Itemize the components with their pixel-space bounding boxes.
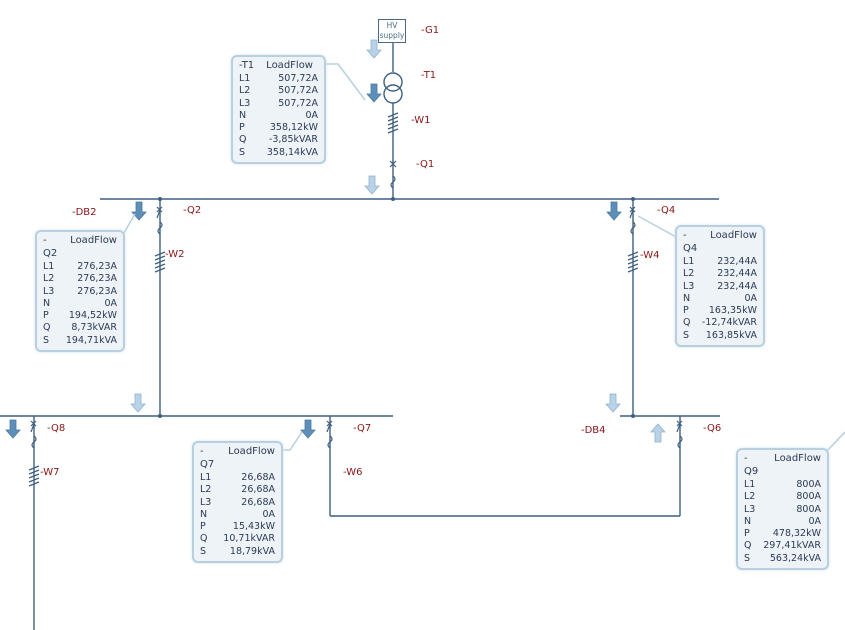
flow-arrow-icon (605, 393, 621, 413)
cable-w2-icon (154, 251, 166, 273)
loadflow-row: Q-3,85kVAR (239, 134, 318, 146)
flow-arrow-up-icon (650, 423, 666, 443)
leader-q7 (282, 431, 303, 451)
flow-arrow-icon (366, 83, 382, 103)
breaker-q1-icon[interactable] (389, 160, 397, 168)
breaker-q6-icon[interactable] (676, 420, 683, 433)
flow-arrow-icon (606, 201, 622, 221)
transformer-t1-secondary[interactable] (383, 84, 403, 104)
flow-arrow-icon (131, 201, 147, 221)
cable-w4-icon (627, 251, 639, 273)
label-w1: -W1 (411, 115, 431, 126)
flow-arrow-icon (5, 419, 21, 439)
leader-t1 (325, 63, 366, 101)
label-q7: -Q7 (353, 423, 372, 434)
loadflow-row: Q-12,74kVAR (683, 317, 757, 329)
flow-arrow-icon (366, 39, 382, 59)
transformer-t1-primary[interactable] (383, 72, 403, 92)
label-q2: -Q2 (183, 205, 202, 216)
breaker-q2-icon[interactable] (156, 206, 163, 219)
label-q6: -Q6 (703, 423, 722, 434)
leader-q4 (637, 215, 679, 239)
label-db4: -DB4 (581, 425, 606, 436)
flow-arrow-icon (130, 393, 146, 413)
hv-supply-source[interactable]: HV supply (378, 19, 406, 43)
label-w7: -W7 (40, 467, 60, 478)
flow-arrow-icon (364, 175, 380, 195)
label-q4: -Q4 (657, 205, 676, 216)
label-q8: -Q8 (47, 423, 66, 434)
label-g1: -G1 (421, 25, 440, 36)
breaker-q1-coil-icon (390, 175, 396, 189)
breaker-q7-icon[interactable] (326, 420, 333, 433)
flow-arrow-icon (300, 419, 316, 439)
cable-w7-icon (28, 465, 40, 487)
leader-q9 (825, 431, 845, 453)
label-w2: -W2 (165, 249, 185, 260)
cable-w1-icon (387, 112, 399, 134)
label-w4: -W4 (640, 250, 660, 261)
label-t1: -T1 (421, 70, 437, 81)
label-q1: -Q1 (416, 159, 435, 170)
label-w6: -W6 (343, 467, 363, 478)
label-db2: -DB2 (72, 207, 97, 218)
breaker-q8-icon[interactable] (30, 420, 37, 433)
breaker-q4-icon[interactable] (629, 206, 636, 219)
